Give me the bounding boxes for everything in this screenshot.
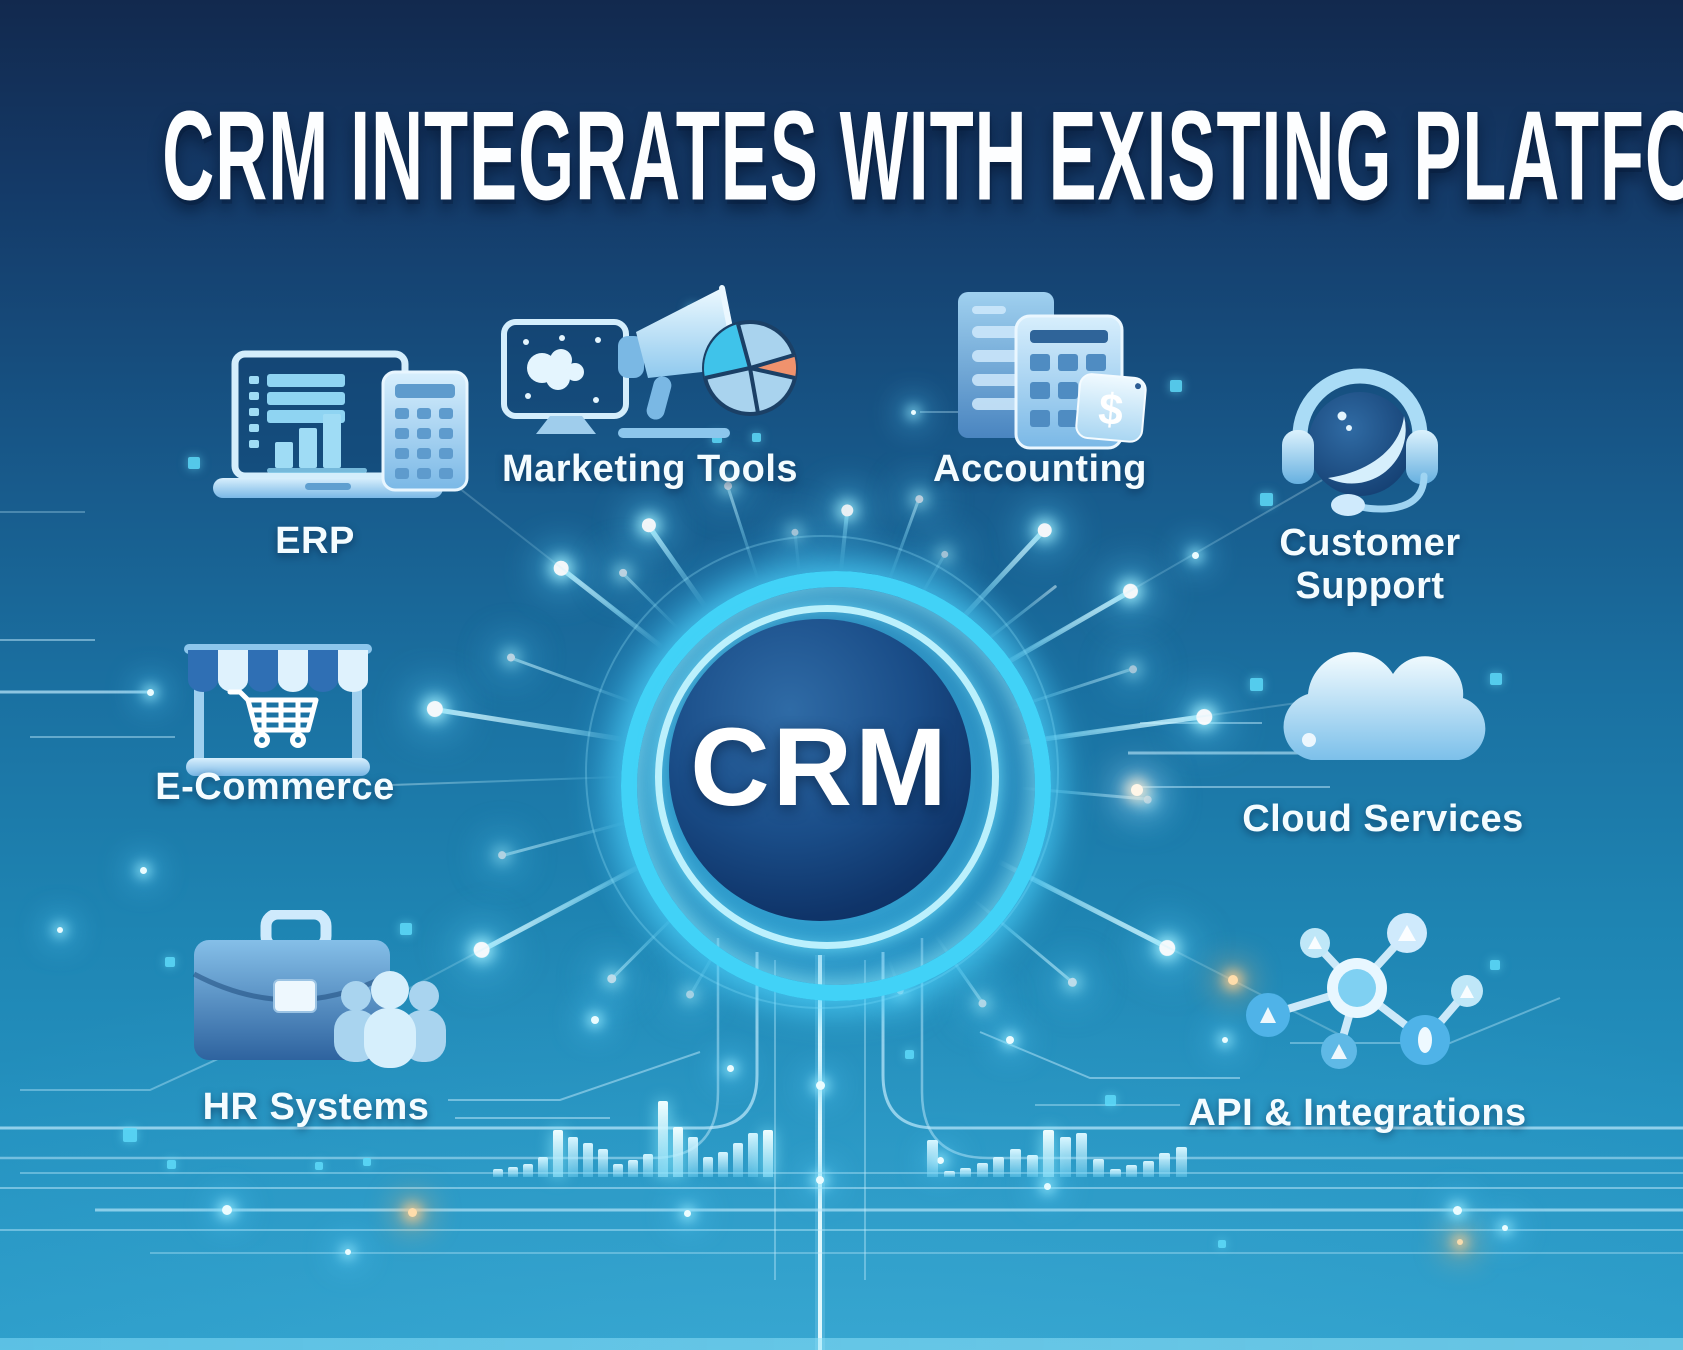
platform-label-api-integrations: API & Integrations xyxy=(1188,1092,1527,1134)
platform-label-e-commerce: E-Commerce xyxy=(155,766,395,808)
headset-icon xyxy=(1282,368,1438,516)
briefcase-people-icon xyxy=(192,910,446,1068)
erp-laptop-calculator-icon xyxy=(213,350,469,498)
storefront-cart-icon xyxy=(184,644,372,776)
megaphone-piechart-icon xyxy=(501,285,798,438)
platform-label-hr-systems: HR Systems xyxy=(202,1086,430,1128)
cloud-icon xyxy=(1283,652,1486,760)
network-nodes-icon xyxy=(1246,913,1483,1069)
dollar-glyph: $ xyxy=(1096,384,1125,435)
bottom-light-strip xyxy=(0,1338,1683,1350)
platform-label-marketing-tools: Marketing Tools xyxy=(501,448,799,490)
page-title: CRM INTEGRATES WITH EXISTING PLATFORMS xyxy=(0,84,1683,227)
platform-label-cloud-services: Cloud Services xyxy=(1242,798,1524,840)
platform-label-customer-support: Customer Support xyxy=(1279,522,1461,607)
platform-label-accounting: Accounting xyxy=(933,448,1147,490)
page-title-text: CRM INTEGRATES WITH EXISTING PLATFORMS xyxy=(162,85,1683,228)
platform-label-erp: ERP xyxy=(275,520,355,562)
calculator-dollar-icon: $ xyxy=(958,292,1147,450)
crm-hub-label: CRM xyxy=(690,706,950,829)
